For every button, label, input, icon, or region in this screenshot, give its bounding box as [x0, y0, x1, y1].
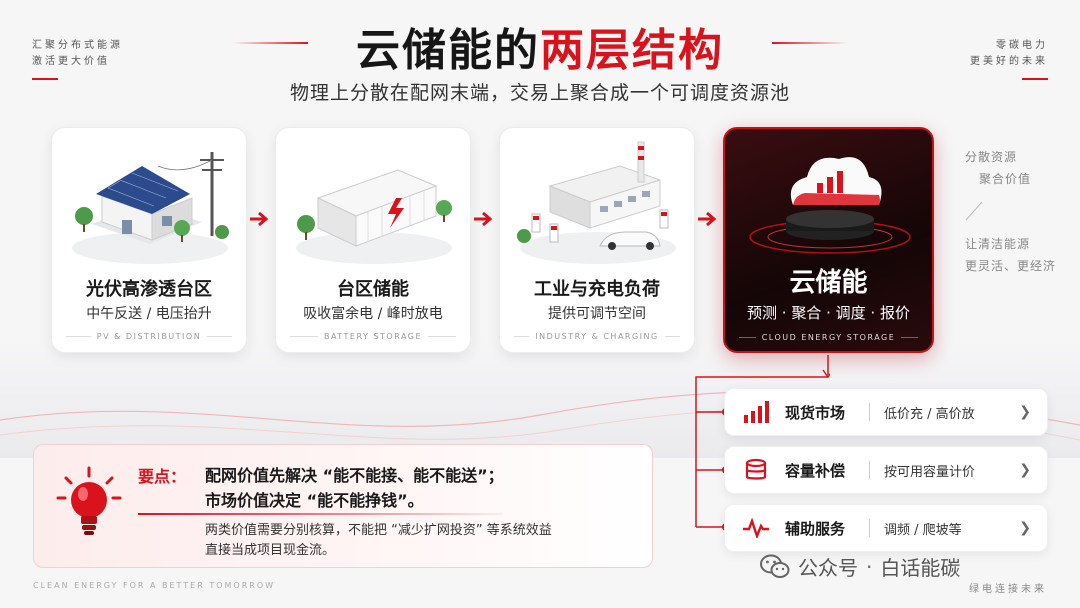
key-point-divider: [138, 513, 503, 515]
card-en-label: INDUSTRY & CHARGING: [514, 332, 680, 341]
market-desc: 按可用容量计价: [884, 464, 976, 480]
slash-divider: [965, 201, 983, 221]
lightbulb-icon: [56, 466, 122, 535]
key-point-box: [33, 444, 653, 568]
title-decor-left: [232, 42, 308, 44]
cloud-chart-icon: [749, 157, 911, 254]
solar-house-icon: [72, 152, 229, 264]
card-en-label: PV & DISTRIBUTION: [66, 332, 232, 341]
chevron-right-icon: ❯: [1019, 462, 1031, 478]
card-desc: 提供可调节空间: [548, 306, 646, 322]
market-desc: 低价充 / 高价放: [884, 406, 975, 422]
footer-slogan: 绿电连接未来: [969, 584, 1047, 595]
key-point-main: 配网价值先解决 “能不能接、能不能送”； 市场价值决定 “能不能挣钱”。: [205, 466, 504, 510]
card-cloud-storage: 云储能 预测 · 聚合 · 调度 · 报价 CLOUD ENERGY STORA…: [723, 127, 934, 353]
chevron-right-icon: ❯: [1019, 404, 1031, 420]
market-name: 现货市场: [785, 403, 846, 422]
card-industry-charging: 工业与充电负荷 提供可调节空间 INDUSTRY & CHARGING: [499, 127, 695, 353]
market-name: 容量补偿: [785, 461, 846, 480]
footer-english: CLEAN ENERGY FOR A BETTER TOMORROW: [33, 581, 276, 590]
wechat-account: 公众号 · 白话能碳: [760, 552, 960, 581]
pulse-wave-icon: [741, 513, 771, 543]
market-item-capacity[interactable]: 容量补偿 按可用容量计价 ❯: [724, 446, 1048, 494]
card-title: 云储能: [789, 268, 868, 298]
battery-container-icon: [296, 169, 452, 264]
card-en-label: CLOUD ENERGY STORAGE: [739, 333, 918, 342]
chevron-right-icon: ❯: [1019, 520, 1031, 536]
card-battery-storage: 台区储能 吸收富余电 / 峰时放电 BATTERY STORAGE: [275, 127, 471, 353]
key-point-sub: 两类价值需要分别核算，不能把 “减少扩网投资” 等系统效益 直接当成项目现金流。: [205, 523, 552, 558]
corner-tagline-left: 汇聚分布式能源 激活更大价值: [32, 38, 123, 80]
card-title: 台区储能: [337, 279, 409, 300]
flow-arrow-icon: [474, 211, 493, 227]
page-title: 云储能的两层结构: [356, 25, 724, 76]
flow-arrow-icon: [698, 211, 717, 227]
card-title: 光伏高渗透台区: [86, 279, 212, 300]
card-en-label: BATTERY STORAGE: [290, 332, 456, 341]
key-point-label: 要点：: [138, 467, 187, 486]
market-item-spot[interactable]: 现货市场 低价充 / 高价放 ❯: [724, 388, 1048, 436]
flow-arrow-icon: [250, 211, 269, 227]
market-name: 辅助服务: [785, 519, 846, 538]
wechat-icon: [760, 554, 790, 578]
card-desc: 吸收富余电 / 峰时放电: [303, 306, 443, 322]
corner-tagline-right: 零碳电力 更美好的未来: [970, 38, 1048, 80]
bar-chart-icon: [741, 397, 771, 427]
page-subtitle: 物理上分散在配网末端，交易上聚合成一个可调度资源池: [289, 82, 790, 104]
card-desc: 中午反送 / 电压抬升: [86, 306, 212, 322]
market-item-ancillary[interactable]: 辅助服务 调频 / 爬坡等 ❯: [724, 504, 1048, 552]
market-desc: 调频 / 爬坡等: [884, 522, 962, 538]
side-note-2: 让清洁能源 更灵活、更经济: [965, 237, 1057, 273]
title-decor-right: [772, 42, 848, 44]
factory-charging-icon: [517, 141, 676, 264]
database-stack-icon: [741, 455, 771, 485]
card-pv-distribution: 光伏高渗透台区 中午反送 / 电压抬升 PV & DISTRIBUTION: [51, 127, 247, 353]
card-desc: 预测 · 聚合 · 调度 · 报价: [747, 304, 910, 322]
card-title: 工业与充电负荷: [534, 279, 660, 300]
side-note-1: 分散资源 聚合价值: [965, 150, 1032, 186]
